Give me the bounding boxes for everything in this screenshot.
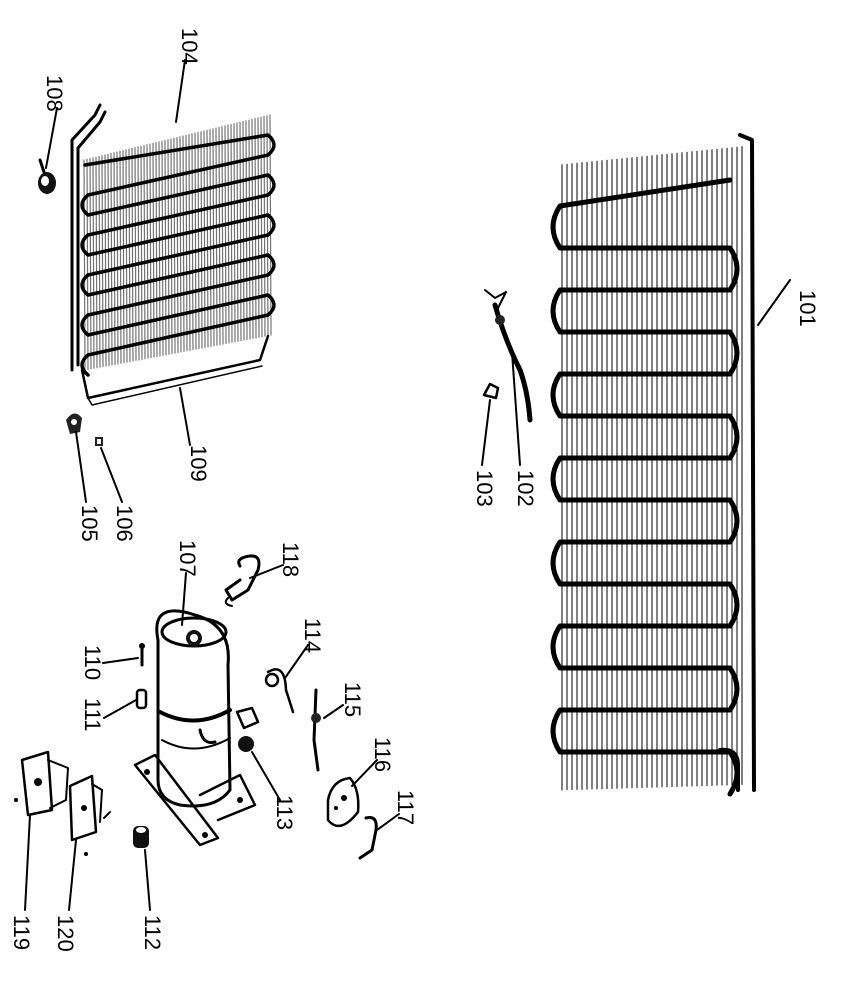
label-108: 108 bbox=[42, 75, 67, 112]
part-120 bbox=[68, 774, 111, 856]
part-119 bbox=[14, 750, 69, 817]
label-118: 118 bbox=[278, 542, 303, 577]
part-114 bbox=[264, 668, 295, 714]
part-110 bbox=[139, 643, 145, 667]
clip-103 bbox=[482, 382, 500, 400]
part-117 bbox=[358, 816, 378, 860]
label-109: 109 bbox=[186, 445, 211, 482]
label-114: 114 bbox=[300, 618, 325, 653]
part-105 bbox=[66, 413, 82, 434]
label-103: 103 bbox=[472, 470, 497, 507]
compressor-107 bbox=[133, 609, 257, 847]
condenser-101 bbox=[550, 133, 756, 797]
label-117: 117 bbox=[393, 790, 418, 825]
part-115 bbox=[311, 688, 321, 772]
thermostat-108 bbox=[38, 158, 56, 194]
label-110: 110 bbox=[80, 645, 105, 680]
evaporator-104 bbox=[70, 103, 276, 406]
label-106: 106 bbox=[112, 505, 137, 542]
part-118 bbox=[224, 554, 261, 607]
label-116: 116 bbox=[370, 737, 395, 772]
part-112 bbox=[133, 826, 149, 848]
label-105: 105 bbox=[77, 505, 102, 542]
part-113 bbox=[235, 706, 260, 752]
leader-lines bbox=[24, 59, 791, 911]
part-111 bbox=[135, 688, 148, 710]
label-102: 102 bbox=[513, 470, 538, 507]
label-101: 101 bbox=[795, 290, 820, 327]
label-104: 104 bbox=[177, 28, 202, 65]
label-107: 107 bbox=[175, 540, 200, 577]
part-labels: 101 102 103 104 105 106 107 108 109 110 … bbox=[9, 28, 820, 952]
label-115: 115 bbox=[340, 682, 365, 717]
part-106 bbox=[95, 437, 103, 446]
label-113: 113 bbox=[272, 795, 297, 830]
label-112: 112 bbox=[140, 915, 165, 950]
label-111: 111 bbox=[80, 698, 105, 731]
harness-102 bbox=[484, 289, 533, 423]
part-116 bbox=[326, 776, 360, 828]
label-120: 120 bbox=[53, 915, 78, 952]
label-119: 119 bbox=[9, 915, 34, 950]
